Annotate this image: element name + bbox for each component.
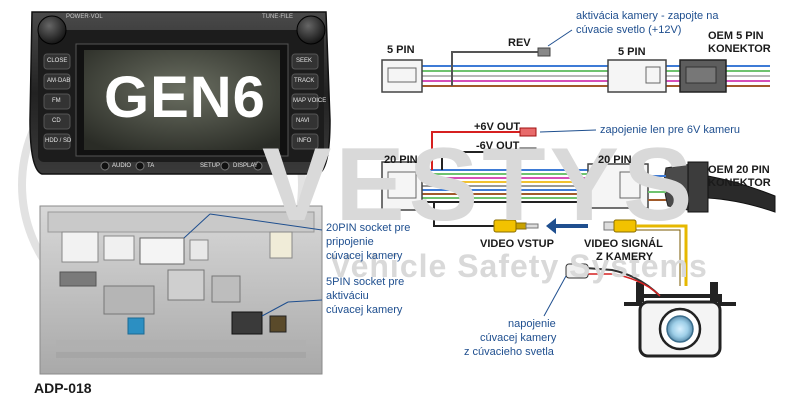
map-voice-button-label: MAP VOICE xyxy=(293,98,327,104)
oem5-label-line1: OEM 5 PIN xyxy=(708,30,764,42)
camera-video-cable xyxy=(636,224,688,286)
top-mid-pin-label: 5 PIN xyxy=(618,46,646,58)
leader-camera-note xyxy=(543,275,567,317)
leader-socket5 xyxy=(261,301,289,317)
camera xyxy=(565,263,736,358)
am-dab-button[interactable] xyxy=(43,73,71,90)
head-unit xyxy=(29,11,331,175)
camera-note-line1: napojenie xyxy=(508,318,556,330)
track-button-label: TRACK xyxy=(294,78,315,84)
rev-wire-end xyxy=(537,47,551,57)
video-out-label-line1: VIDEO SIGNÁL xyxy=(584,238,663,250)
rev-label: REV xyxy=(508,37,531,49)
socket20-note-line2: pripojenie xyxy=(326,236,374,248)
plus6-wire xyxy=(431,131,522,170)
ta-label: TA xyxy=(147,163,155,169)
socket20-note-line1: 20PIN socket pre xyxy=(326,222,411,234)
right-button-column xyxy=(291,53,319,150)
oem20-label-line2: KONEKTOR xyxy=(708,177,771,189)
oem5-label-line2: KONEKTOR xyxy=(708,43,771,55)
video-out-label-line2: Z KAMERY xyxy=(596,251,654,263)
tune-file-label: TUNE·FILE xyxy=(262,14,294,20)
am-dab-button-label: AM·DAB xyxy=(47,78,71,84)
plus6-note: zapojenie len pre 6V kameru xyxy=(600,124,741,136)
ta-knob[interactable] xyxy=(135,161,145,171)
oem20-label-line1: OEM 20 PIN xyxy=(708,164,770,176)
navi-button[interactable] xyxy=(291,113,319,130)
leader-rev-note xyxy=(547,29,573,47)
navi-button-label: NAVI xyxy=(296,118,310,124)
track-button[interactable] xyxy=(291,73,319,90)
display-knob[interactable] xyxy=(253,161,263,171)
camera-lens xyxy=(666,315,694,343)
audio-knob[interactable] xyxy=(100,161,110,171)
watermark-tagline: Vehicle Safety Systems xyxy=(330,248,708,284)
power-vol-knob[interactable] xyxy=(37,15,67,45)
setup-knob[interactable] xyxy=(220,161,230,171)
minus6-wire xyxy=(441,151,522,170)
camera-power-plug xyxy=(565,263,589,279)
bottom-mid-20pin-connector xyxy=(587,163,649,209)
hdd-sd-button-label: HDD / SD xyxy=(45,138,72,144)
socket-20pin xyxy=(139,237,185,265)
display-label: DISPLAY xyxy=(233,163,258,169)
close-button-label: CLOSE xyxy=(47,58,68,64)
product-code: ADP-018 xyxy=(34,380,92,396)
screen xyxy=(84,50,280,150)
oem-20pin-connector xyxy=(663,161,776,213)
map-voice-button[interactable] xyxy=(291,93,319,110)
rev-note-line2: cúvacie svetlo (+12V) xyxy=(576,24,682,36)
close-button[interactable] xyxy=(43,53,71,70)
cd-button-label: CD xyxy=(52,118,61,124)
plus6-wire-end xyxy=(519,127,537,137)
leader-socket20 xyxy=(183,213,211,239)
info-button[interactable] xyxy=(291,133,319,150)
watermark-brand: VESTYS xyxy=(262,127,697,243)
video-in-label: VIDEO VSTUP xyxy=(480,238,554,250)
rev-wire xyxy=(451,51,540,86)
left-button-column xyxy=(43,53,71,150)
bottom-left-pin-label: 20 PIN xyxy=(384,154,418,166)
camera-note-line2: cúvacej kamery xyxy=(480,332,557,344)
hdd-sd-button[interactable] xyxy=(43,133,71,150)
unit-back xyxy=(39,205,323,375)
camera-note-line3: z cúvacieho svetla xyxy=(464,346,554,358)
tune-file-knob[interactable] xyxy=(296,15,326,45)
socket5-note-line1: 5PIN socket pre xyxy=(326,276,405,288)
minus6-wire-end xyxy=(519,147,537,157)
leader-plus6-note xyxy=(539,129,597,133)
white-connector-1 xyxy=(61,231,99,263)
plus6-label: +6V OUT xyxy=(474,121,521,133)
audio-label: AUDIO xyxy=(112,163,132,169)
white-connector-2 xyxy=(103,235,135,261)
cd-button[interactable] xyxy=(43,113,71,130)
fm-button-label: FM xyxy=(52,98,61,104)
bottom-harness xyxy=(381,127,776,227)
socket20-note-line3: cúvacej kamery xyxy=(326,250,403,262)
seek-button[interactable] xyxy=(291,53,319,70)
setup-label: SETUP xyxy=(200,163,221,169)
socket5-note-line2: aktiváciu xyxy=(326,290,369,302)
video-rca xyxy=(493,218,688,286)
top-left-pin-label: 5 PIN xyxy=(387,44,415,56)
socket5-note-line3: cúvacej kamery xyxy=(326,304,403,316)
minus6-label: -6V OUT xyxy=(476,140,520,152)
bottom-left-20pin-connector xyxy=(381,161,423,211)
fm-button[interactable] xyxy=(43,93,71,110)
top-harness xyxy=(381,47,770,93)
info-button-label: INFO xyxy=(297,138,312,144)
top-left-5pin-connector xyxy=(381,59,423,93)
top-mid-5pin-connector xyxy=(607,59,667,93)
power-vol-label: POWER·VOL xyxy=(66,14,103,20)
rev-note-line1: aktivácia kamery - zapojte na xyxy=(576,10,719,22)
seek-button-label: SEEK xyxy=(296,58,313,64)
blue-fakra-connector xyxy=(127,317,145,335)
socket-5pin xyxy=(231,311,263,335)
head-unit-model: GEN6 xyxy=(104,65,266,130)
bottom-mid-pin-label: 20 PIN xyxy=(598,154,632,166)
